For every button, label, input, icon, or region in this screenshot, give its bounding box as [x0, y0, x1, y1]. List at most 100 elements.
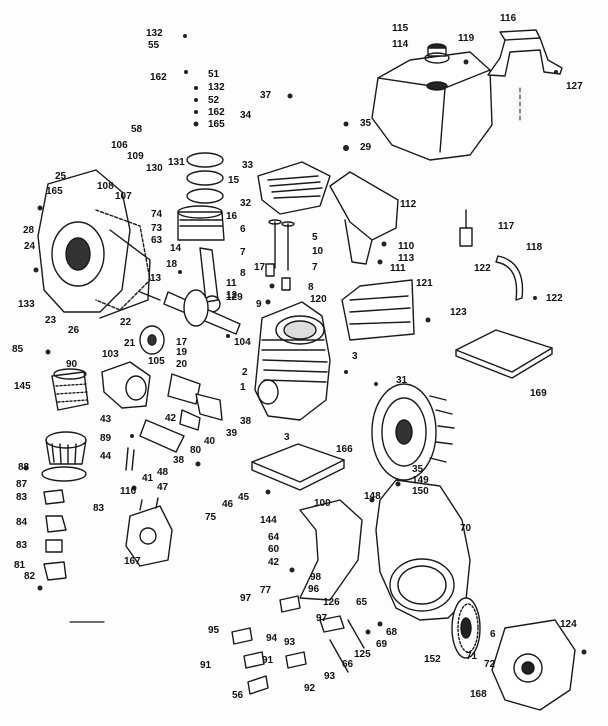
- callout-18: 18: [166, 259, 178, 270]
- callout-10: 10: [312, 246, 324, 257]
- callout-106: 106: [111, 140, 128, 151]
- callout-80: 80: [190, 445, 202, 456]
- cylinder-block: [254, 301, 331, 421]
- starter-pulley: [451, 597, 481, 659]
- callout-109: 109: [127, 151, 144, 162]
- callout-9: 9: [256, 299, 262, 310]
- air-cleaner-element: [51, 368, 89, 411]
- callout-20: 20: [176, 359, 188, 370]
- callout-71: 71: [466, 651, 478, 662]
- callout-68: 68: [386, 627, 398, 638]
- callout-22: 22: [120, 317, 132, 328]
- callout-91: 91: [200, 660, 212, 671]
- callout-39: 39: [226, 428, 238, 439]
- callout-1: 1: [240, 382, 246, 393]
- callout-84: 84: [16, 517, 28, 528]
- callout-2: 2: [242, 367, 248, 378]
- callout-25: 25: [55, 171, 67, 182]
- callout-133: 133: [18, 299, 35, 310]
- callout-81: 81: [14, 560, 26, 571]
- callout-110: 110: [398, 241, 415, 252]
- callout-162: 162: [208, 107, 225, 118]
- callout-169: 169: [530, 388, 547, 399]
- callout-125: 125: [354, 649, 371, 660]
- callout-150: 150: [412, 486, 429, 497]
- callout-93: 93: [284, 637, 296, 648]
- callout-28: 28: [23, 225, 35, 236]
- callout-117: 117: [498, 221, 515, 232]
- callout-130: 130: [146, 163, 163, 174]
- callout-51: 51: [208, 69, 220, 80]
- callout-103: 103: [102, 349, 119, 360]
- callout-32: 32: [240, 198, 252, 209]
- callout-26: 26: [68, 325, 80, 336]
- linkage-parts: [231, 595, 365, 695]
- callout-132: 132: [208, 82, 225, 93]
- callout-11: 11: [226, 278, 237, 289]
- fuel-valve: [459, 209, 473, 247]
- callout-122: 122: [546, 293, 563, 304]
- callout-77: 77: [260, 585, 272, 596]
- callout-145: 145: [14, 381, 31, 392]
- callout-96: 96: [308, 584, 320, 595]
- callout-94: 94: [266, 633, 278, 644]
- callout-47: 47: [157, 482, 169, 493]
- callout-19: 19: [176, 347, 188, 358]
- cylinder-baffle: [299, 499, 363, 601]
- callout-21: 21: [124, 338, 136, 349]
- callout-127: 127: [566, 81, 583, 92]
- callout-66: 66: [342, 659, 354, 670]
- callout-126: 126: [323, 597, 340, 608]
- callout-123: 123: [450, 307, 467, 318]
- callout-120: 120: [310, 294, 327, 305]
- callout-122: 122: [474, 263, 491, 274]
- callout-3: 3: [284, 432, 290, 443]
- callout-166: 166: [336, 444, 353, 455]
- callout-98: 98: [310, 572, 322, 583]
- callout-14: 14: [170, 243, 182, 254]
- callout-152: 152: [424, 654, 441, 665]
- callout-8: 8: [240, 268, 246, 279]
- callout-83: 83: [16, 540, 28, 551]
- callout-42: 42: [268, 557, 280, 568]
- callout-75: 75: [205, 512, 217, 523]
- fuel-tank: [371, 51, 493, 161]
- callout-82: 82: [24, 571, 36, 582]
- callout-6: 6: [490, 629, 496, 640]
- callout-115: 115: [392, 23, 409, 34]
- callout-83: 83: [16, 492, 28, 503]
- callout-63: 63: [151, 235, 163, 246]
- callout-131: 131: [168, 157, 185, 168]
- callout-88: 88: [18, 462, 30, 473]
- fuel-cap: [424, 43, 450, 64]
- air-cleaner-base: [41, 466, 87, 482]
- tank-bracket: [487, 29, 563, 77]
- callout-29: 29: [360, 142, 372, 153]
- piston: [177, 205, 225, 241]
- callout-13: 13: [150, 273, 162, 284]
- callout-74: 74: [151, 209, 163, 220]
- callout-148: 148: [364, 491, 381, 502]
- callout-93: 93: [324, 671, 336, 682]
- callout-132: 132: [146, 28, 163, 39]
- callout-8: 8: [308, 282, 314, 293]
- control-bracket: [329, 171, 399, 265]
- callout-92: 92: [304, 683, 316, 694]
- callout-64: 64: [268, 532, 280, 543]
- callout-48: 48: [157, 467, 169, 478]
- callout-97: 97: [240, 593, 252, 604]
- callout-31: 31: [396, 375, 408, 386]
- callout-129: 129: [226, 292, 243, 303]
- callout-105: 105: [148, 356, 165, 367]
- callout-35: 35: [412, 464, 424, 475]
- callout-167: 167: [124, 556, 141, 567]
- gasket: [95, 209, 151, 311]
- callout-85: 85: [12, 344, 24, 355]
- callout-121: 121: [416, 278, 433, 289]
- callout-38: 38: [240, 416, 252, 427]
- callout-34: 34: [240, 110, 252, 121]
- callout-24: 24: [24, 241, 36, 252]
- callout-7: 7: [240, 247, 246, 258]
